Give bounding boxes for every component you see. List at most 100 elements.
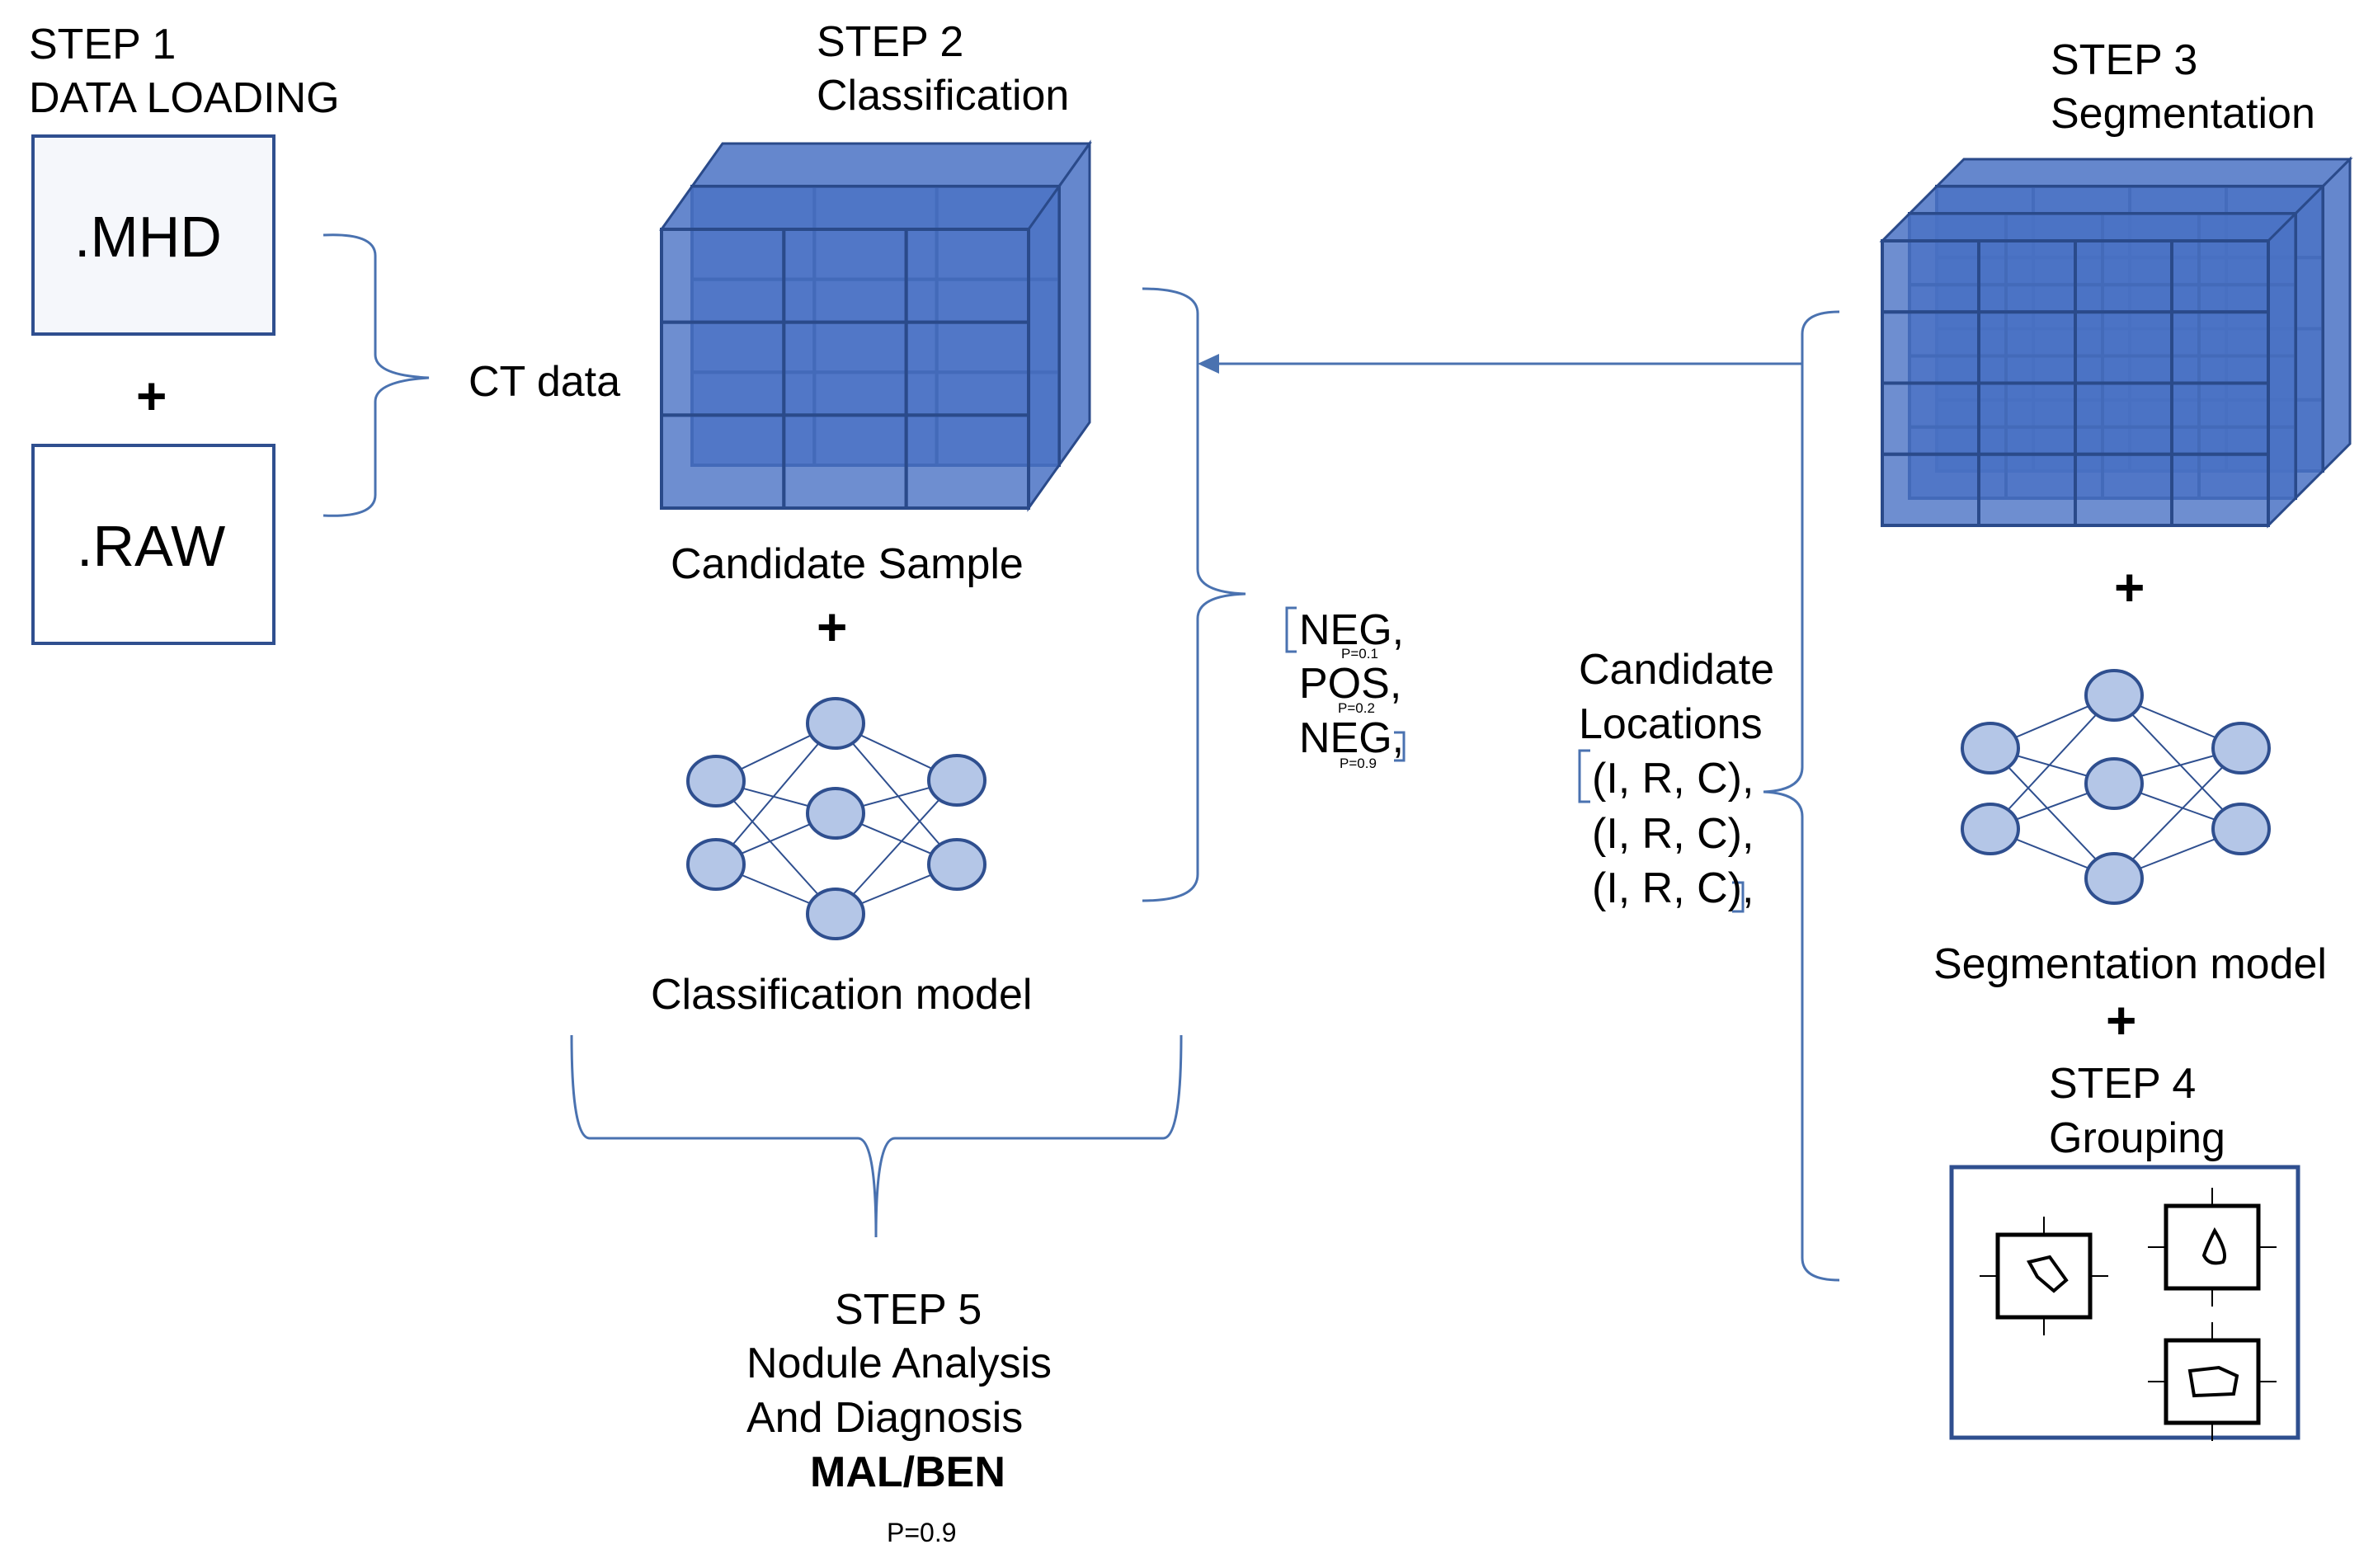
raw-label: .RAW <box>77 514 226 578</box>
segmentation-network-icon <box>1961 669 2271 905</box>
step3-plus: + <box>2114 558 2145 617</box>
network-edge <box>715 780 836 915</box>
cube-side-face <box>2321 156 2352 474</box>
network-edge <box>2113 695 2242 830</box>
step3-title-1: STEP 3 <box>2051 36 2198 84</box>
cube-cell <box>904 228 1030 324</box>
step4-title-2: Grouping <box>2049 1114 2225 1162</box>
cube-cell <box>2074 452 2173 527</box>
raw-file-box <box>31 444 275 645</box>
results-bracket-right <box>1394 731 1406 762</box>
nodule-group-2 <box>2148 1188 2277 1307</box>
step1-title-1: STEP 1 <box>29 21 177 68</box>
ct-data-label: CT data <box>469 358 621 406</box>
grouping-box <box>1949 1165 2300 1440</box>
cube-cell <box>660 320 786 417</box>
diagnosis-brace <box>570 1034 1183 1238</box>
ct-data-brace <box>323 233 430 517</box>
classification-output-bracket <box>1142 287 1246 902</box>
candidate-locations-title-2: Locations <box>1579 700 1763 748</box>
step5-title-1: STEP 5 <box>835 1286 982 1334</box>
network-node <box>1961 803 2020 855</box>
step2-title-1: STEP 2 <box>817 18 964 66</box>
network-node <box>806 787 865 840</box>
candidate-sample-label: Candidate Sample <box>671 540 1024 588</box>
cube-side-face <box>2294 183 2324 501</box>
cube-side-face <box>1027 182 1061 512</box>
step5-title-3: And Diagnosis <box>746 1394 1024 1442</box>
cube-top-face <box>1906 185 2326 215</box>
cube-cell <box>1977 239 2077 314</box>
cube-cell <box>1881 452 1980 527</box>
cube-cell <box>2074 381 2173 456</box>
network-node <box>686 755 746 808</box>
classification-model-label: Classification model <box>651 971 1033 1019</box>
network-node <box>2211 803 2271 855</box>
network-node <box>2084 757 2144 810</box>
mhd-label: .MHD <box>74 205 222 269</box>
cube-cell <box>1977 381 2077 456</box>
network-edge <box>2113 747 2242 879</box>
result-3-prob: P=0.9 <box>1340 756 1377 771</box>
network-edge <box>1990 747 2115 879</box>
step4-title-1: STEP 4 <box>2049 1060 2197 1108</box>
step1-title-2: DATA LOADING <box>29 74 340 122</box>
network-edge <box>1990 695 2115 830</box>
candidate-locations-brace <box>1763 310 1840 1282</box>
results-bracket-left <box>1285 606 1297 653</box>
location-row-3: (I, R, C), <box>1592 864 1754 912</box>
network-node <box>806 697 865 750</box>
cube-cell <box>660 413 786 511</box>
network-node <box>2084 669 2144 722</box>
step2-plus: + <box>817 597 848 657</box>
cube-cell <box>782 228 908 324</box>
network-edge <box>715 723 836 865</box>
network-node <box>927 754 987 807</box>
cube-top-face <box>690 142 1092 188</box>
cube-cell <box>1881 310 1980 385</box>
cube-cell <box>2170 310 2270 385</box>
candidate-sample-cube <box>659 139 1092 512</box>
network-node <box>2084 852 2144 905</box>
cube-cell <box>904 320 1030 417</box>
nodule-group-1 <box>1980 1217 2108 1335</box>
cube-cell <box>904 413 1030 511</box>
step3-title-2: Segmentation <box>2051 90 2315 138</box>
nodule-group-3 <box>2148 1322 2277 1441</box>
step3-plus-2: + <box>2106 991 2137 1050</box>
cube-cell <box>2170 381 2270 456</box>
cube-cell <box>2170 452 2270 527</box>
result-1-label: NEG, <box>1299 606 1405 654</box>
cube-cell <box>2074 239 2173 314</box>
network-node <box>2211 722 2271 775</box>
segmentation-cube <box>1879 156 2353 529</box>
network-node <box>927 838 987 891</box>
result-3-label: NEG, <box>1299 714 1405 762</box>
step2-title-2: Classification <box>817 72 1070 120</box>
location-row-1: (I, R, C), <box>1592 755 1754 803</box>
diagnosis-prob: P=0.9 <box>887 1518 957 1547</box>
diagnosis-result: MAL/BEN <box>810 1448 1005 1496</box>
cube-cell <box>1977 310 2077 385</box>
cube-cell <box>782 413 908 511</box>
cube-side-face <box>2267 210 2297 529</box>
mhd-file-box <box>31 134 275 336</box>
result-1-prob: P=0.1 <box>1341 646 1378 662</box>
network-edge <box>835 723 958 865</box>
cube-top-face <box>1879 212 2299 242</box>
cube-top-face <box>1933 158 2353 188</box>
step1-plus: + <box>136 366 167 426</box>
network-node <box>1961 722 2020 775</box>
locations-bracket-left <box>1578 749 1590 803</box>
locations-bracket-right <box>1732 881 1745 913</box>
result-2-prob: P=0.2 <box>1338 700 1375 716</box>
network-edge <box>835 779 958 915</box>
cube-cell <box>2170 239 2270 314</box>
classification-network-icon <box>686 697 987 940</box>
cube-cell <box>782 320 908 417</box>
network-node <box>806 888 865 940</box>
cube-cell <box>2074 310 2173 385</box>
segmentation-model-label: Segmentation model <box>1933 940 2327 988</box>
cube-cell <box>1881 239 1980 314</box>
